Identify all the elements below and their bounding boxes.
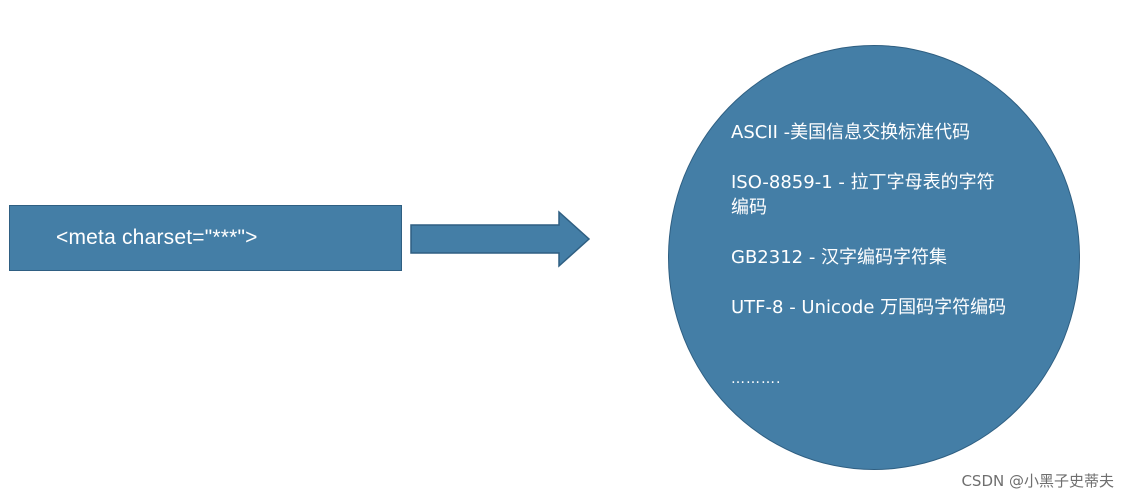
encoding-item-gb2312: GB2312 - 汉字编码字符集	[731, 247, 948, 268]
encoding-item-ellipsis: ……….	[731, 371, 782, 387]
csdn-watermark: CSDN @小黑子史蒂夫	[961, 472, 1114, 490]
meta-charset-label: <meta charset="***">	[56, 226, 258, 249]
meta-charset-box: <meta charset="***">	[9, 205, 402, 271]
encoding-item-utf-8: UTF-8 - Unicode 万国码字符编码	[731, 297, 1007, 318]
right-arrow-icon	[410, 210, 591, 268]
encoding-item-iso-8859-1: ISO-8859-1 - 拉丁字母表的字符编码	[731, 172, 995, 218]
encoding-circle	[668, 45, 1080, 470]
encoding-item-ascii: ASCII -美国信息交换标准代码	[731, 122, 971, 143]
